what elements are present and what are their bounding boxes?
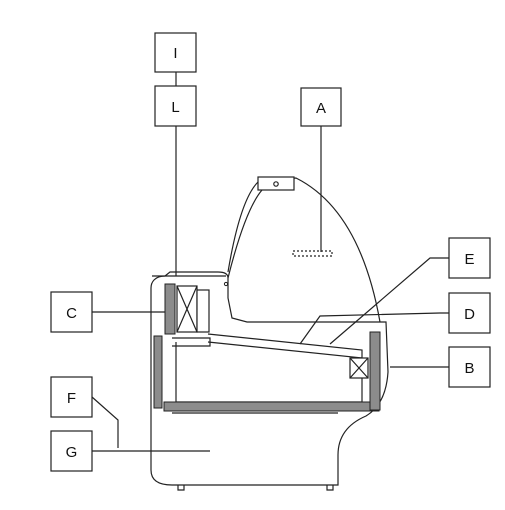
panel-bottom [163, 401, 380, 412]
leader-e [329, 257, 449, 345]
inner-basin [175, 342, 363, 403]
label-box-d: D [448, 292, 491, 334]
leader-f [91, 396, 119, 448]
label-l: L [171, 99, 179, 116]
light-strip [292, 250, 333, 257]
label-f: F [67, 390, 76, 407]
label-box-f: F [50, 376, 93, 418]
label-box-e: E [448, 237, 491, 279]
label-i: I [173, 45, 177, 62]
label-c: C [66, 305, 77, 322]
label-box-i: I [154, 32, 197, 73]
foot-right [326, 485, 334, 491]
shelf-d-lower [172, 337, 211, 347]
label-box-a: A [300, 87, 342, 127]
label-a: A [316, 100, 326, 117]
curved-glass [227, 177, 381, 323]
label-box-c: C [50, 291, 93, 333]
shelf-d [207, 333, 363, 359]
glass-inner-edge [227, 189, 263, 279]
panel-c-left [164, 283, 176, 335]
panel-rear-lower [153, 335, 163, 409]
leader-d [299, 312, 449, 345]
label-g: G [66, 444, 78, 461]
foot-left [177, 485, 185, 491]
label-box-g: G [50, 430, 93, 472]
label-box-b: B [448, 346, 491, 388]
label-b: B [464, 360, 474, 377]
label-e: E [464, 251, 474, 268]
handle-knob [273, 181, 279, 187]
panel-b-right [369, 331, 381, 411]
label-box-l: L [154, 85, 197, 127]
evaporator-side [196, 289, 210, 333]
sensor-dot [223, 281, 229, 287]
label-d: D [464, 306, 475, 323]
top-handle [257, 176, 295, 191]
